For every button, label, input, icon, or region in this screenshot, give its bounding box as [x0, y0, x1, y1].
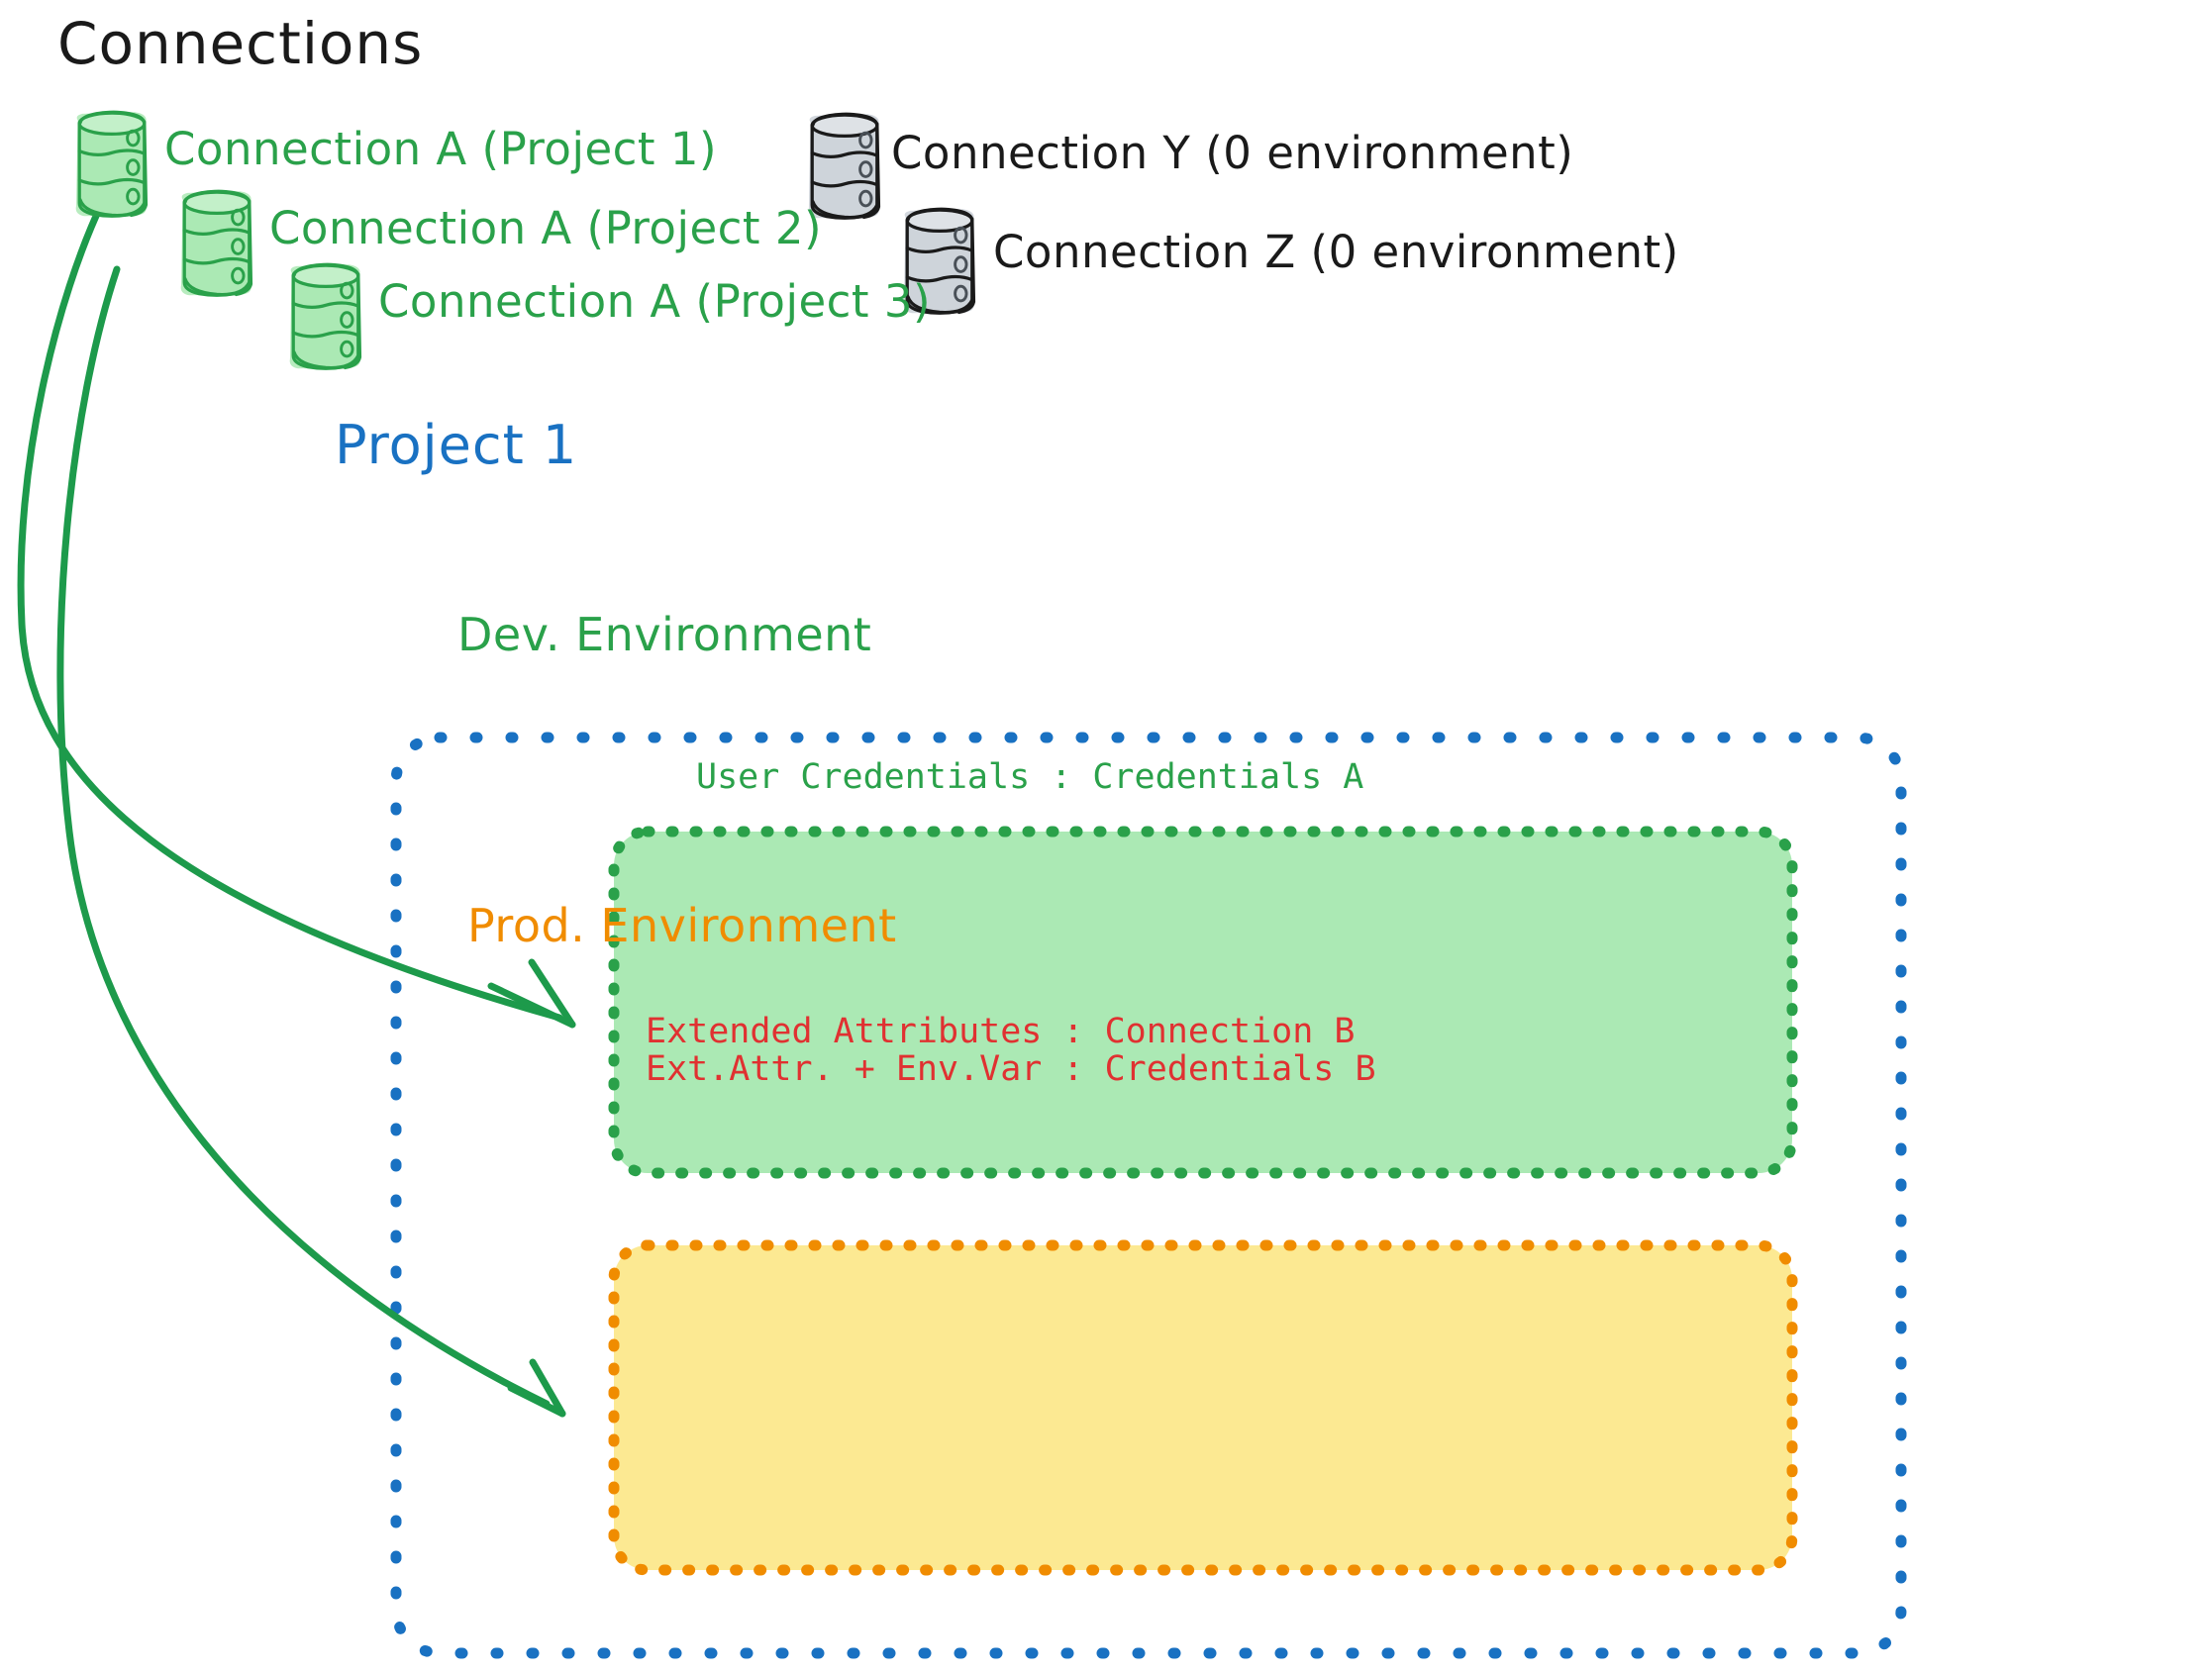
connection-label-a-project-1: Connection A (Project 1) [164, 123, 718, 175]
dev-environment-title: Dev. Environment [457, 608, 872, 661]
dev-environment-credentials-line: User Credentials : Credentials A [696, 757, 1364, 797]
database-icon-conn-a-project-2[interactable] [179, 189, 253, 297]
database-icon-conn-a-project-1[interactable] [74, 110, 149, 218]
connection-label-a-project-3: Connection A (Project 3) [378, 275, 932, 328]
connection-label-z: Connection Z (0 environment) [993, 226, 1679, 278]
arrow-to-prod-environment [56, 265, 566, 1418]
prod-environment-credentials-line: Ext.Attr. + Env.Var : Credentials B [646, 1049, 1376, 1089]
page-title: Connections [57, 10, 424, 77]
project-title: Project 1 [335, 414, 578, 476]
prod-environment-box [608, 1239, 1798, 1576]
connection-label-y: Connection Y (0 environment) [891, 127, 1574, 179]
project-boundary-box [390, 732, 1907, 1659]
dev-environment-box [608, 826, 1798, 1179]
prod-environment-title: Prod. Environment [467, 899, 897, 952]
connection-label-a-project-2: Connection A (Project 2) [269, 202, 823, 254]
arrow-to-dev-environment [17, 199, 576, 1029]
database-icon-conn-a-project-3[interactable] [288, 262, 362, 370]
prod-environment-attributes-line: Extended Attributes : Connection B [646, 1012, 1356, 1051]
